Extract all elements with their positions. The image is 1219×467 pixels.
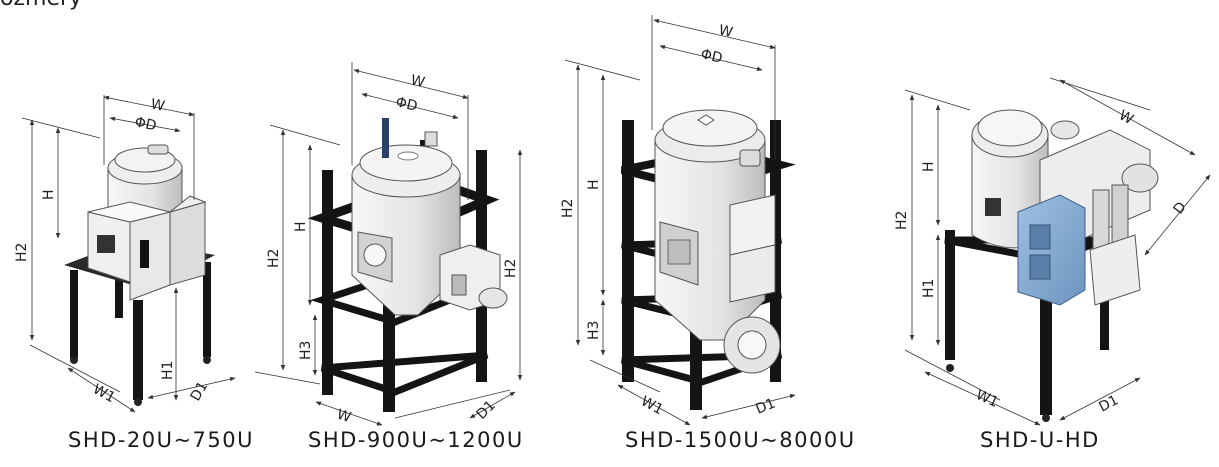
model-1-drawing bbox=[21, 95, 236, 413]
m4-h-label: H bbox=[921, 161, 937, 172]
m1-phid-label: ΦD bbox=[133, 114, 158, 134]
m2-phid-label: ΦD bbox=[394, 94, 419, 114]
model-caption: SHD-20U~750U bbox=[68, 428, 255, 452]
m4-h2-label: H2 bbox=[894, 211, 910, 230]
m3-phid-label: ΦD bbox=[699, 46, 724, 66]
m1-h2-label: H2 bbox=[14, 243, 30, 262]
m2-h2r-label: H2 bbox=[503, 259, 519, 278]
m2-w-label: W bbox=[409, 72, 426, 91]
model-4-drawing bbox=[904, 77, 1211, 426]
page-heading: ozmery bbox=[0, 0, 82, 11]
m4-d1-label: D1 bbox=[1096, 392, 1121, 415]
m1-w-label: W bbox=[149, 96, 166, 115]
m1-h1-label: H1 bbox=[160, 361, 176, 380]
m3-h-label: H bbox=[586, 179, 602, 190]
m3-d1-label: D1 bbox=[754, 395, 778, 417]
m2-wb-label: W bbox=[335, 407, 353, 427]
m2-h3-label: H3 bbox=[298, 341, 314, 360]
m4-h1-label: H1 bbox=[921, 279, 937, 298]
model-caption: SHD-900U~1200U bbox=[308, 428, 524, 452]
m4-d-label: D bbox=[1171, 199, 1190, 217]
m4-w-label: W bbox=[1116, 107, 1136, 128]
m3-w-label: W bbox=[717, 22, 734, 41]
model-caption: SHD-1500U~8000U bbox=[625, 428, 856, 452]
m3-h3-label: H3 bbox=[586, 321, 602, 340]
model-caption: SHD-U-HD bbox=[980, 428, 1100, 452]
m2-d1-label: D1 bbox=[474, 398, 499, 423]
m2-h2-label: H2 bbox=[266, 249, 282, 268]
m2-h-label: H bbox=[293, 221, 309, 232]
m1-h-label: H bbox=[41, 189, 57, 200]
m4-w1-label: W1 bbox=[973, 387, 1000, 411]
m1-d1-label: D1 bbox=[188, 379, 212, 404]
m3-h2-label: H2 bbox=[560, 199, 576, 218]
model-2-drawing bbox=[254, 62, 523, 426]
model-3-drawing bbox=[564, 15, 796, 426]
m3-w1-label: W1 bbox=[638, 393, 666, 418]
